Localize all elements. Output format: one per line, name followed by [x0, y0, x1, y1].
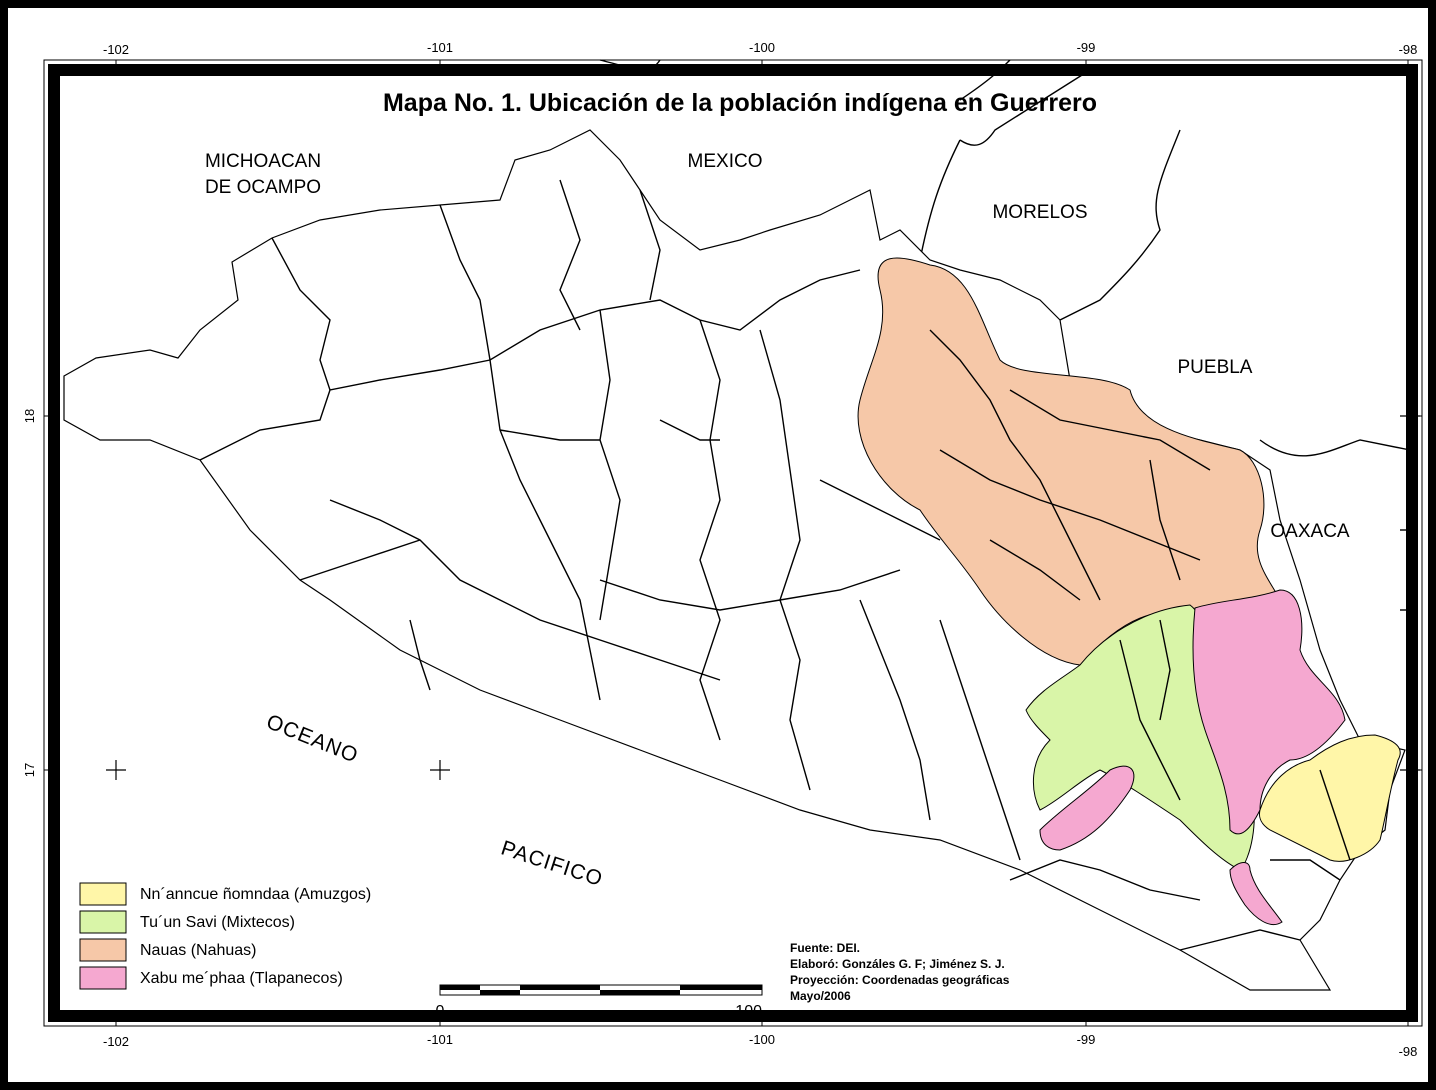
- legend: Nn´anncue ñomndaa (Amuzgos) Tu´un Savi (…: [79, 882, 371, 990]
- source-line: Mayo/2006: [790, 989, 851, 1003]
- longitude-label-bottom: -102: [103, 1034, 129, 1049]
- latitude-label-left: 17: [22, 763, 37, 777]
- map-title: Mapa No. 1. Ubicación de la población in…: [383, 89, 1097, 117]
- legend-label: Nauas (Nahuas): [140, 942, 257, 959]
- neatline: [43, 59, 1423, 1027]
- state-label-michoacan: DE OCAMPO: [205, 177, 321, 198]
- source-notes: Fuente: DEI. Elaboró: Gonzáles G. F; Jim…: [790, 941, 1010, 1003]
- longitude-label-top: -100: [749, 40, 775, 55]
- region-tlapanecos: [1039, 589, 1346, 926]
- legend-swatch: [79, 966, 127, 990]
- state-label-morelos: MORELOS: [992, 202, 1087, 223]
- latitude-label-left: 18: [22, 409, 37, 423]
- longitude-label-top: -101: [427, 40, 453, 55]
- longitude-label-bottom: -99: [1077, 1032, 1096, 1047]
- longitude-label-bottom: -101: [427, 1032, 453, 1047]
- source-line: Proyección: Coordenadas geográficas: [790, 973, 1010, 987]
- legend-swatch: [79, 910, 127, 934]
- longitude-label-top: -102: [103, 42, 129, 57]
- state-label-mexico: MEXICO: [688, 151, 763, 172]
- scale-label-end: 100: [735, 1003, 762, 1020]
- legend-label: Nn´anncue ñomndaa (Amuzgos): [140, 886, 371, 903]
- graticule-ticks: [44, 60, 1422, 1026]
- region-amuzgos: [1259, 734, 1401, 862]
- longitude-label-top: -98: [1399, 42, 1418, 57]
- longitude-label-bottom: -98: [1399, 1044, 1418, 1059]
- scale-label-start: 0: [436, 1003, 445, 1020]
- state-label-oaxaca: OAXACA: [1270, 521, 1350, 542]
- source-line: Fuente: DEI.: [790, 941, 860, 955]
- map-frame: [48, 64, 1418, 1022]
- legend-swatch: [79, 938, 127, 962]
- legend-swatch: [79, 882, 127, 906]
- state-boundaries: [599, 59, 1412, 611]
- longitude-label-top: -99: [1077, 40, 1096, 55]
- source-line: Elaboró: Gonzáles G. F; Jiménez S. J.: [790, 957, 1005, 971]
- longitude-label-bottom: -100: [749, 1032, 775, 1047]
- state-label-michoacan: MICHOACAN: [205, 151, 321, 172]
- legend-label: Tu´un Savi (Mixtecos): [140, 914, 295, 931]
- state-label-puebla: PUEBLA: [1178, 357, 1253, 378]
- scale-bar: 0 100: [436, 984, 763, 1020]
- legend-label: Xabu me´phaa (Tlapanecos): [140, 970, 343, 987]
